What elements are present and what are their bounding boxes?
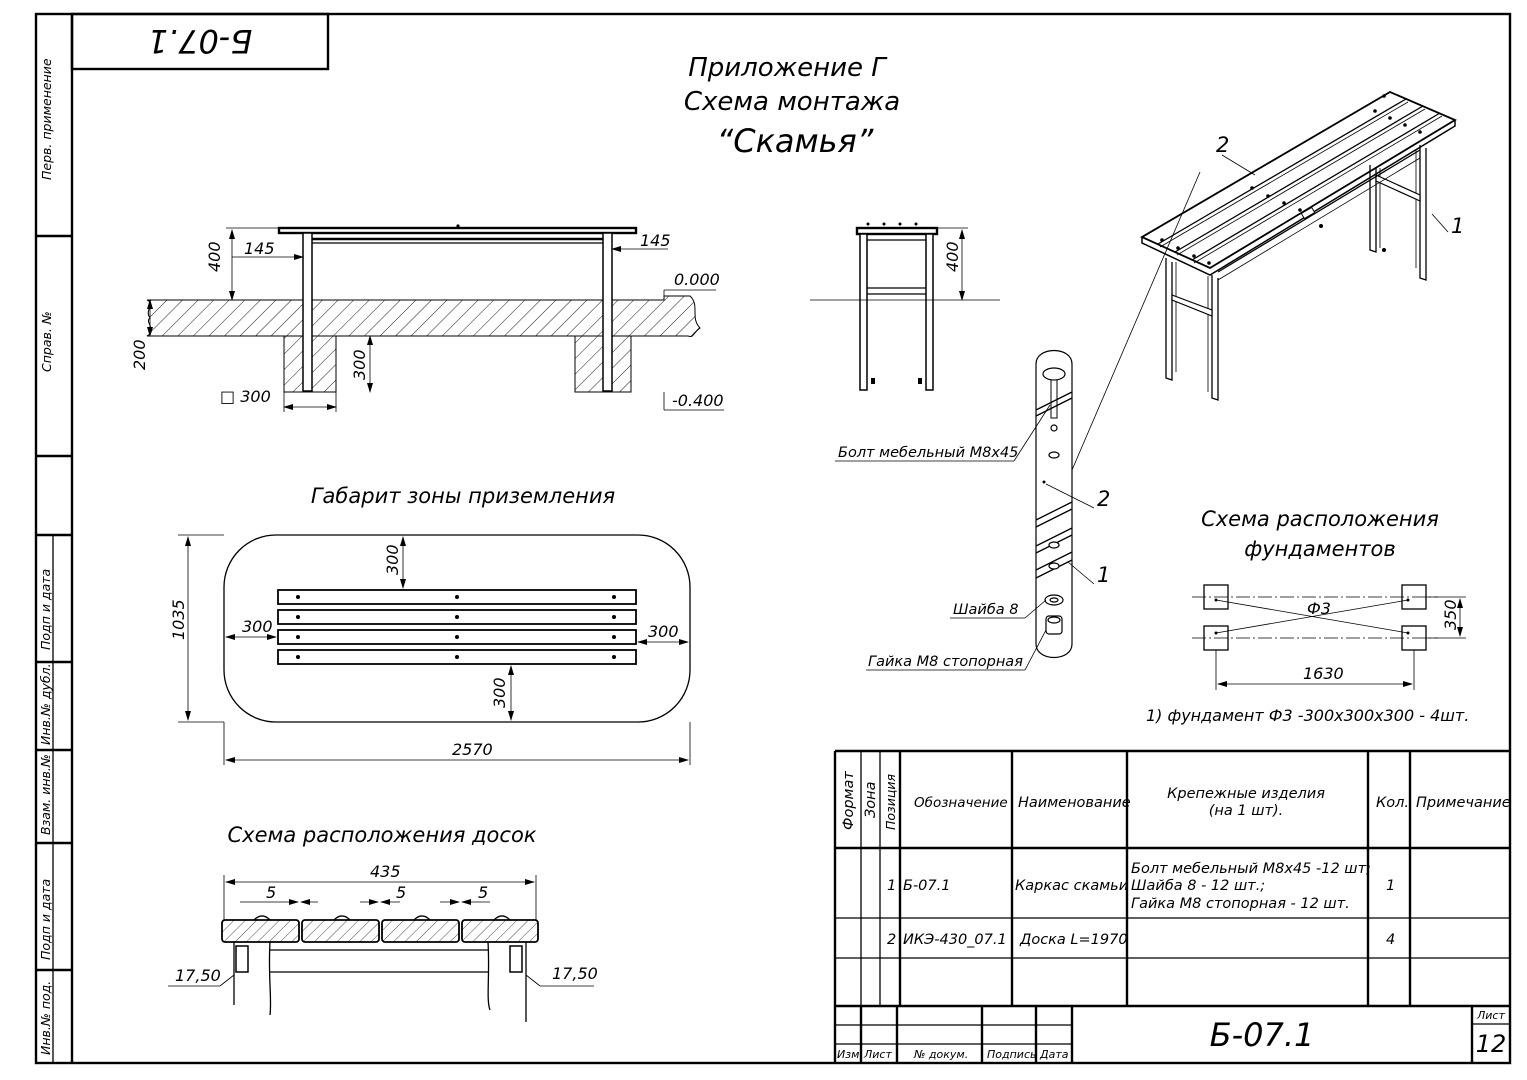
tb-no-dokum: № докум.: [913, 1048, 968, 1061]
tb-data: Дата: [1039, 1048, 1069, 1061]
boards-dim-left-overhang: 17,50: [175, 966, 221, 985]
zone-dim-height: 1035: [169, 599, 188, 640]
tb-sheet-label: Лист: [1476, 1009, 1505, 1022]
boards-dim-right-overhang: 17,50: [552, 964, 598, 983]
th-format: Формат: [841, 771, 857, 830]
row2-name: Доска L=1970: [1019, 932, 1128, 948]
boards-dim-total: 435: [370, 862, 401, 881]
table-row: 1 Б-07.1 Каркас скамьи Болт мебельный М8…: [887, 861, 1395, 912]
side-view: 400: [810, 222, 1000, 391]
th-zona: Зона: [863, 781, 879, 818]
title-line-3: “Скамья”: [717, 122, 874, 160]
th-pozicia: Позиция: [883, 774, 898, 830]
th-oboznachenie: Обозначение: [914, 795, 1008, 811]
tb-list: Лист: [863, 1048, 892, 1061]
callout-washer: Шайба 8: [953, 602, 1018, 618]
row2-oboz: ИКЭ-430_07.1: [903, 932, 1007, 948]
row2-kol: 4: [1386, 932, 1395, 948]
stamp-top-code: Б-07.1: [148, 22, 253, 60]
front-elevation: 400 145 145 0.000 200 300 □ 300 -0.400: [130, 224, 724, 412]
foundation-label: Ф3: [1307, 599, 1331, 618]
callout-pos-1: 1: [1097, 563, 1110, 587]
row1-krep-1: Болт мебельный М8х45 -12 шт;: [1131, 861, 1371, 877]
label-vzam-inv: Взам. инв.№: [38, 754, 53, 835]
row1-name: Каркас скамьи: [1015, 878, 1128, 894]
row2-pos: 2: [887, 932, 896, 948]
boards-title: Схема расположения досок: [228, 823, 537, 847]
row1-kol: 1: [1386, 878, 1395, 894]
isometric-bench: 2 1: [1140, 90, 1464, 401]
elev-dim-145-left: 145: [244, 239, 275, 258]
callout-bolt: Болт мебельный М8х45: [838, 445, 1018, 461]
elev-dim-300: 300: [350, 349, 369, 380]
side-strip: Перв. применение Справ. № Подп и дата Ин…: [38, 58, 54, 1055]
zone-dim-width: 2570: [452, 740, 493, 759]
elev-dim-200: 200: [130, 339, 149, 370]
bolt-detail: Болт мебельный М8х45 2 1 Шайба 8 Гайка М…: [835, 171, 1201, 671]
tb-designation: Б-07.1: [1210, 1016, 1315, 1054]
tb-podpis: Подпись: [987, 1048, 1036, 1061]
label-podp-data-1: Подп и дата: [38, 569, 53, 650]
th-krepezh-1: Крепежные изделия: [1167, 786, 1325, 802]
iso-pos-2: 2: [1216, 133, 1229, 157]
elev-square-300: □ 300: [220, 387, 271, 406]
sheet-frame: [34, 12, 1512, 1065]
row1-pos: 1: [887, 878, 896, 894]
foundation-note: 1) фундамент Ф3 -300х300х300 - 4шт.: [1146, 706, 1469, 725]
zone-dim-bottom: 300: [490, 677, 509, 708]
table-row: 2 ИКЭ-430_07.1 Доска L=1970 4: [887, 932, 1395, 948]
callout-pos-2: 2: [1097, 487, 1110, 511]
boards-dim-gap-2: 5: [396, 883, 406, 902]
elev-level-0: 0.000: [674, 270, 720, 289]
foundation-layout: Схема расположения фундаментов Ф3 350 16…: [1146, 507, 1469, 725]
label-perv-primenenie: Перв. применение: [39, 58, 54, 180]
th-krepezh-2: (на 1 шт).: [1209, 803, 1283, 819]
title-block: Изм. Лист № докум. Подпись Дата Б-07.1 Л…: [835, 1004, 1510, 1063]
elev-dim-400: 400: [205, 241, 224, 272]
th-naimenovanie: Наименование: [1018, 795, 1131, 811]
foundation-dim-1630: 1630: [1303, 664, 1344, 683]
landing-zone: Габарит зоны приземления 300 300 300 300…: [169, 484, 691, 765]
zone-dim-right: 300: [648, 622, 679, 641]
side-dim-400: 400: [943, 241, 962, 272]
row1-krep-2: Шайба 8 - 12 шт.;: [1131, 878, 1265, 894]
foundation-dim-350: 350: [1441, 599, 1460, 630]
callout-nut: Гайка М8 стопорная: [868, 654, 1023, 670]
stamp-top: Б-07.1: [70, 12, 330, 71]
label-podp-data-2: Подп и дата: [38, 879, 53, 960]
zone-dim-top: 300: [383, 544, 402, 575]
iso-pos-1: 1: [1451, 214, 1464, 238]
elev-dim-145-right: 145: [640, 231, 671, 250]
th-kol: Кол.: [1376, 795, 1409, 811]
zone-dim-left: 300: [242, 617, 273, 636]
foundation-title-1: Схема расположения: [1201, 507, 1439, 531]
foundation-title-2: фундаментов: [1244, 537, 1395, 561]
label-inv-pod: Инв.№ под.: [38, 981, 53, 1055]
label-inv-dubl: Инв.№ дубл.: [38, 663, 53, 745]
label-sprav-no: Справ. №: [39, 311, 54, 372]
zone-title: Габарит зоны приземления: [311, 484, 615, 508]
page-title: Приложение Г Схема монтажа “Скамья”: [684, 53, 900, 160]
parts-table: Формат Зона Позиция Обозначение Наименов…: [833, 749, 1511, 1063]
board-layout: Схема расположения досок 435 5 5 5 17,50: [168, 823, 598, 1022]
elev-level-minus: -0.400: [672, 391, 724, 410]
tb-sheet-no: 12: [1476, 1030, 1507, 1058]
row1-krep-3: Гайка М8 стопорная - 12 шт.: [1131, 896, 1350, 912]
title-line-2: Схема монтажа: [684, 87, 900, 117]
boards-dim-gap-1: 5: [266, 883, 276, 902]
tb-izm: Изм.: [837, 1048, 863, 1061]
boards-dim-gap-3: 5: [478, 883, 488, 902]
row1-oboz: Б-07.1: [903, 878, 950, 894]
title-line-1: Приложение Г: [688, 53, 888, 83]
th-primechanie: Примечание: [1416, 795, 1511, 811]
